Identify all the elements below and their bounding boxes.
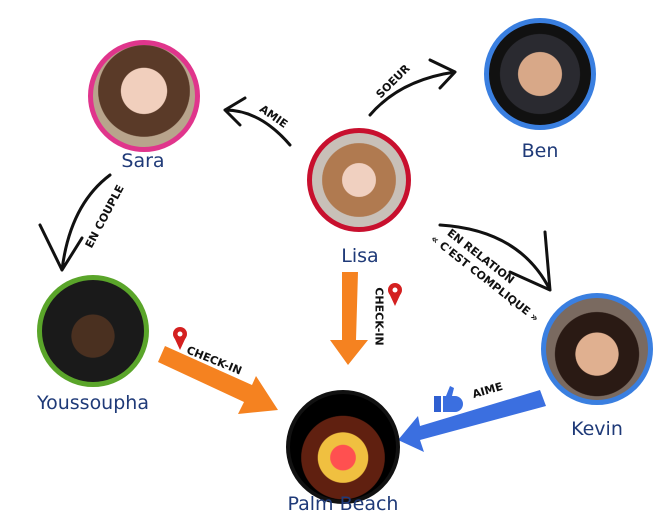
map-pin-icon — [173, 327, 187, 350]
arrow-soeur — [368, 58, 457, 117]
label-kevin: Kevin — [571, 418, 623, 440]
arrow-aime — [398, 390, 546, 452]
arrow-en-couple — [38, 173, 112, 272]
arrow-checkin-youssoupha — [158, 346, 278, 414]
label-ben: Ben — [521, 140, 559, 162]
arrow-en-relation — [438, 223, 552, 292]
label-sara: Sara — [121, 150, 165, 172]
avatar-kevin[interactable] — [541, 293, 653, 405]
avatar-lisa[interactable] — [307, 128, 411, 232]
avatar-youssoupha[interactable] — [37, 275, 149, 387]
thumbs-up-icon — [434, 386, 463, 412]
label-youssoupha: Youssoupha — [37, 392, 149, 414]
map-pin-icon — [388, 283, 402, 306]
label-palm-beach: Palm Beach — [287, 493, 399, 515]
arrow-checkin-lisa — [330, 272, 368, 365]
avatar-sara[interactable] — [88, 40, 200, 152]
arrow-amie — [223, 96, 292, 147]
avatar-ben[interactable] — [484, 18, 596, 130]
place-palm-beach[interactable] — [286, 390, 400, 504]
relation-checkin-lisa: CHECK-IN — [372, 287, 386, 346]
label-lisa: Lisa — [341, 245, 379, 267]
